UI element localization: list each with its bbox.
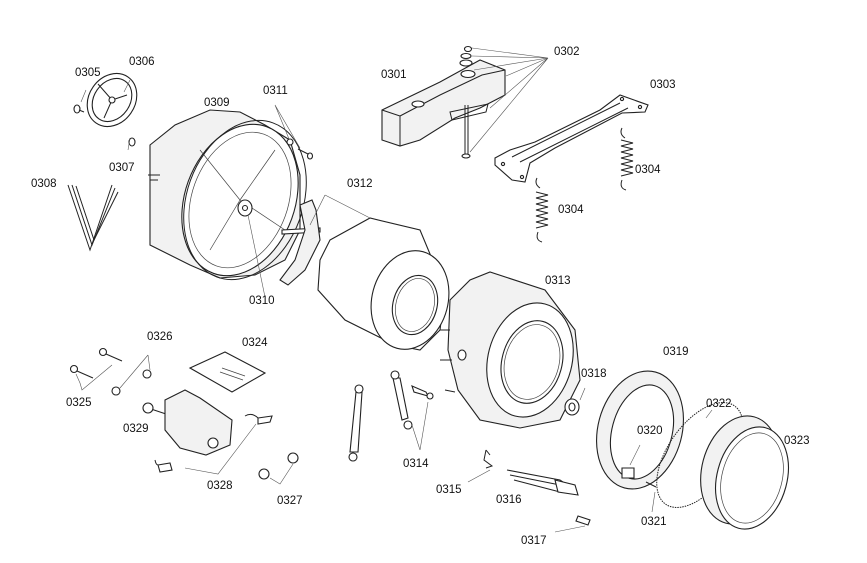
part-plug[interactable] <box>258 452 299 480</box>
part-temperature-sensor[interactable] <box>575 515 591 526</box>
label-0319: 0319 <box>663 346 689 358</box>
part-sensor-clip[interactable] <box>483 449 494 469</box>
part-bearing-seal[interactable] <box>564 398 580 416</box>
label-0305: 0305 <box>75 67 101 79</box>
part-heating-element[interactable] <box>506 469 579 496</box>
label-0322: 0322 <box>706 398 732 410</box>
part-pulley[interactable] <box>77 64 147 136</box>
part-shock-pin[interactable] <box>411 385 434 400</box>
part-spring[interactable] <box>535 177 549 243</box>
part-support-bracket[interactable] <box>494 94 649 183</box>
label-0304: 0304 <box>558 204 584 216</box>
part-screw[interactable] <box>69 347 123 379</box>
part-screw[interactable] <box>111 369 152 396</box>
label-0321: 0321 <box>641 516 667 528</box>
label-0314: 0314 <box>403 458 429 470</box>
label-0323: 0323 <box>784 435 810 447</box>
label-0311: 0311 <box>263 85 288 97</box>
part-instruction-sheet[interactable] <box>188 351 267 393</box>
label-0309: 0309 <box>204 97 230 109</box>
label-0328: 0328 <box>207 480 233 492</box>
part-connector[interactable] <box>154 413 273 473</box>
part-drum[interactable] <box>279 199 460 358</box>
part-drive-belt[interactable] <box>67 184 119 252</box>
part-pulley-screw[interactable] <box>73 104 85 114</box>
part-drain-pump[interactable] <box>142 389 233 456</box>
label-0315: 0315 <box>436 484 462 496</box>
label-0313: 0313 <box>545 275 571 287</box>
label-0303: 0303 <box>650 79 676 91</box>
label-0306: 0306 <box>129 56 155 68</box>
part-clip[interactable] <box>621 467 635 479</box>
part-door-seal[interactable] <box>689 407 799 537</box>
part-bolt-nut[interactable] <box>286 138 314 160</box>
label-0307: 0307 <box>109 162 135 174</box>
part-front-tub[interactable] <box>440 271 586 429</box>
label-0302: 0302 <box>554 46 580 58</box>
label-0310: 0310 <box>249 295 275 307</box>
label-0320: 0320 <box>637 425 663 437</box>
part-nut[interactable] <box>128 137 136 147</box>
label-0327: 0327 <box>277 495 303 507</box>
label-0325: 0325 <box>66 397 92 409</box>
label-0326: 0326 <box>147 331 173 343</box>
part-spring[interactable] <box>620 127 634 191</box>
part-shock-absorber[interactable] <box>390 370 413 430</box>
label-0304: 0304 <box>635 164 661 176</box>
label-0316: 0316 <box>496 494 522 506</box>
label-0329: 0329 <box>123 423 149 435</box>
label-0312: 0312 <box>347 178 373 190</box>
part-counterweight[interactable] <box>381 45 506 159</box>
label-0308: 0308 <box>31 178 57 190</box>
label-0318: 0318 <box>581 368 607 380</box>
part-shock-absorber[interactable] <box>348 384 364 462</box>
part-rear-tub[interactable] <box>148 108 318 292</box>
label-0301: 0301 <box>381 69 407 81</box>
part-tub-seal-ring[interactable] <box>162 103 327 297</box>
part-screw[interactable] <box>645 481 657 488</box>
label-0317: 0317 <box>521 535 547 547</box>
part-front-weight-ring[interactable] <box>584 361 696 499</box>
label-0324: 0324 <box>242 337 268 349</box>
